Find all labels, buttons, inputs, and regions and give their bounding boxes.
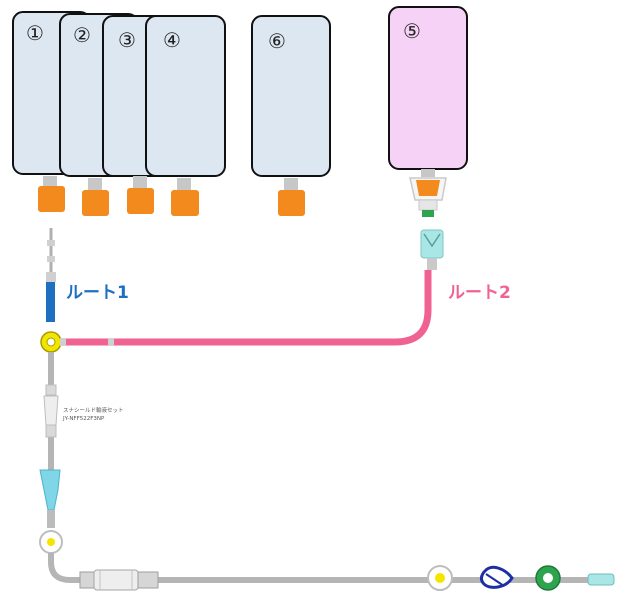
- end-connector: [587, 573, 615, 586]
- pump-segment: [39, 469, 61, 528]
- set-label-line-2: JY-NFF522F3NP: [62, 416, 105, 422]
- inline-filter: [79, 569, 159, 591]
- side-port-lower: [427, 565, 453, 591]
- bag-4: ④: [145, 15, 226, 177]
- bag-5-drip-chamber: [409, 169, 447, 217]
- bag-port-6: [278, 178, 305, 216]
- route-1-tube: [46, 282, 55, 322]
- y-connector: [40, 331, 66, 353]
- bag-5-number: ⑤: [403, 19, 421, 43]
- route-2-joint: [108, 338, 114, 346]
- route-1-spike: [46, 228, 56, 282]
- route-2-tube: [60, 270, 432, 346]
- clamp-icon: [479, 565, 514, 589]
- route-2-label: ルート2: [448, 283, 511, 303]
- bag-port-4: [171, 178, 199, 216]
- set-label-line-1: スナシールド輸液セット: [63, 406, 124, 414]
- check-valve: [535, 565, 561, 591]
- bag-port-1: [38, 176, 65, 212]
- route-2-connector: [420, 229, 444, 270]
- main-line-lower: [48, 553, 600, 583]
- bag-3-number: ③: [118, 28, 136, 52]
- bag-1-number: ①: [26, 21, 44, 45]
- bag-6: ⑥: [251, 15, 331, 177]
- side-port-upper: [39, 530, 63, 554]
- bag-2-number: ②: [73, 23, 91, 47]
- bag-6-number: ⑥: [268, 29, 286, 53]
- filter-set: [43, 384, 59, 438]
- bag-4-number: ④: [163, 28, 181, 52]
- bag-port-2: [82, 178, 109, 216]
- route-1-label: ルート1: [66, 283, 129, 303]
- bag-5: ⑤: [388, 6, 468, 170]
- bag-port-3: [127, 176, 154, 214]
